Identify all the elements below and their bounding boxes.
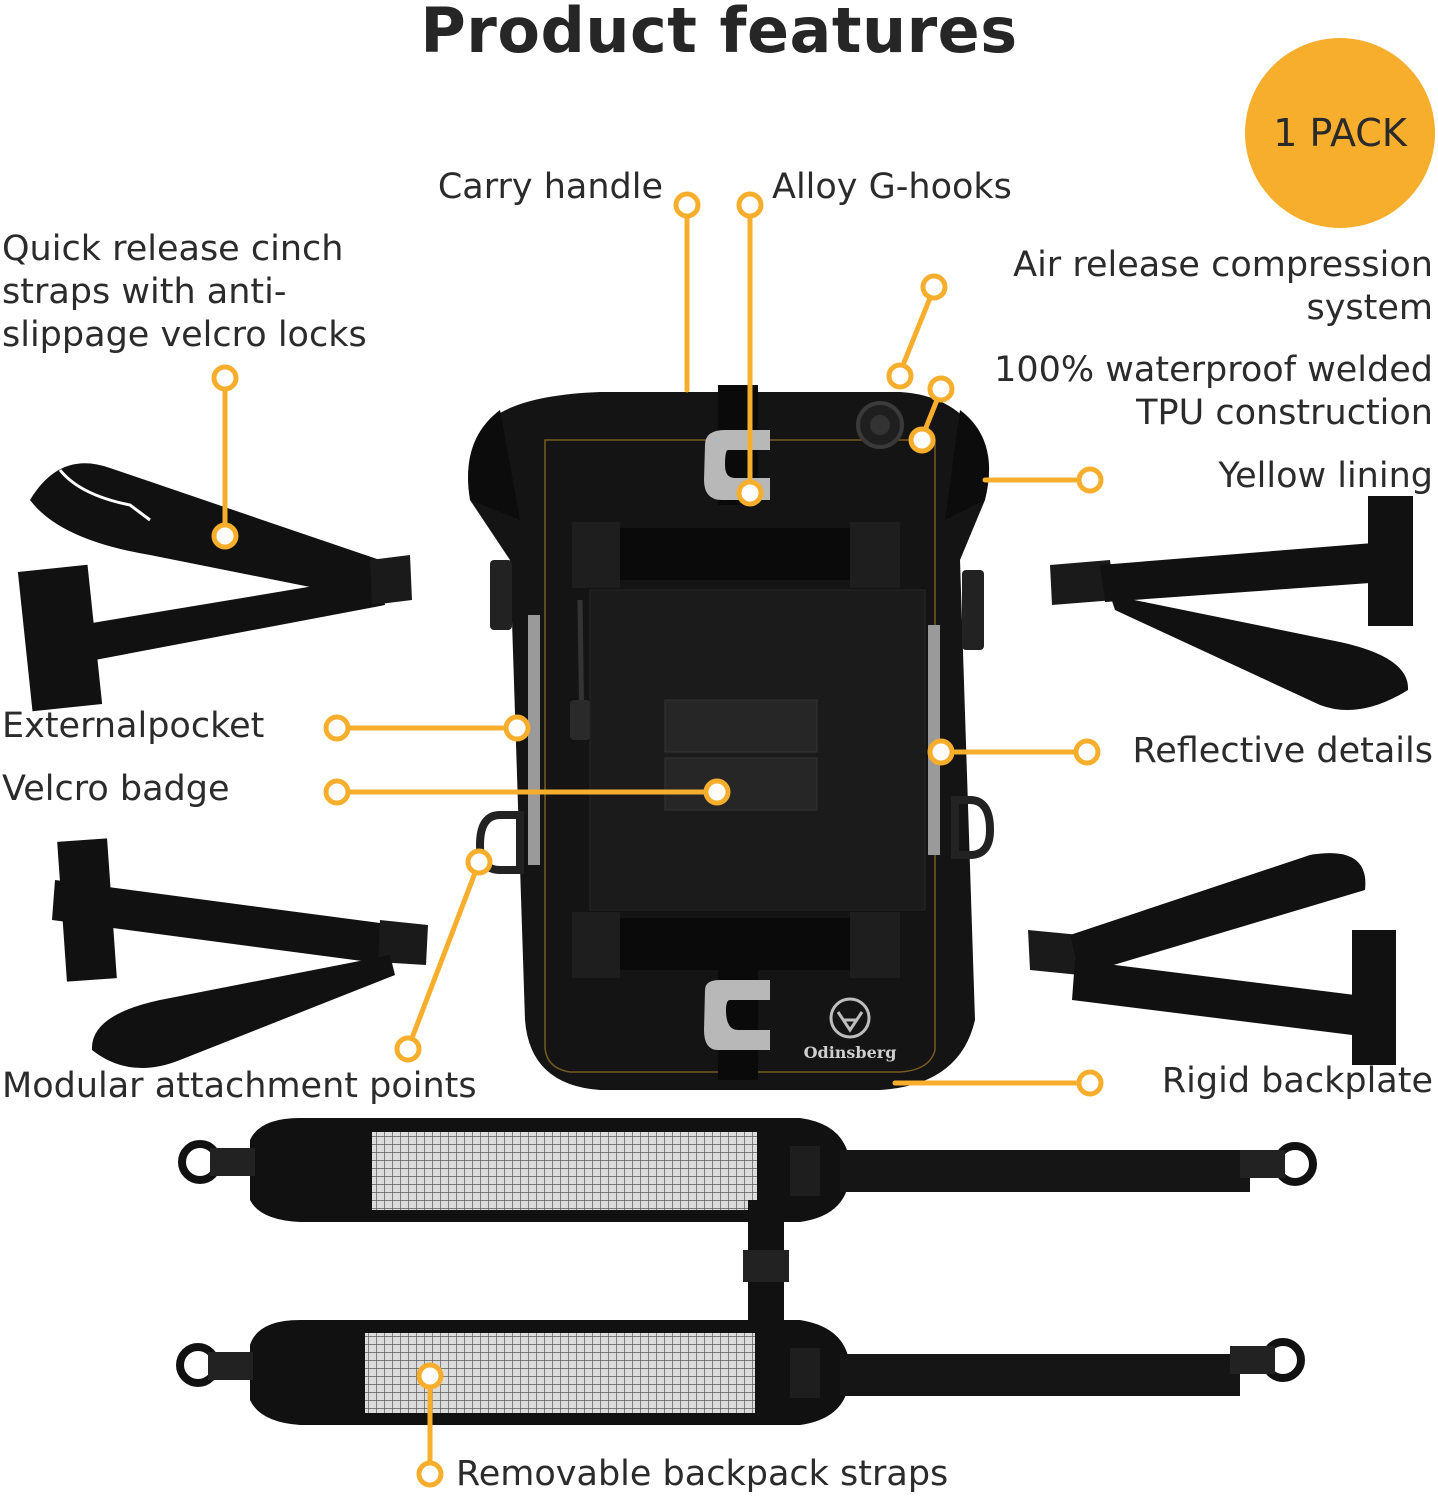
label-yellow-lining: Yellow lining [1218,456,1433,496]
label-alloy-g-hooks: Alloy G-hooks [772,167,1012,207]
callout-reflective-details [927,738,1101,766]
cinch-strap-top-left [17,463,412,712]
label-rigid-backplate: Rigid backplate [1161,1061,1433,1101]
callout-alloy-g-hooks [736,191,764,507]
shoulder-strap-bottom [176,1320,1305,1425]
cinch-strap-top-right [1050,496,1413,710]
cinch-strap-bottom-right [1028,853,1396,1065]
label-air-release-line-2: system [1306,288,1433,328]
callout-removable-straps [416,1362,444,1488]
callout-velcro-badge [323,778,731,806]
brand-logo: Odinsberg [804,1043,897,1062]
label-waterproof-line-2: TPU construction [1136,393,1433,433]
shoulder-strap-connector [743,1200,789,1340]
callout-modular-attachment [394,848,493,1063]
callout-quick-release [211,364,239,550]
label-velcro-badge: Velcro badge [2,769,230,809]
label-waterproof-line-1: 100% waterproof welded [994,350,1433,390]
page-title: Product features [420,0,1018,67]
callout-rigid-backplate [892,1069,1104,1097]
callout-air-release [886,273,948,390]
callout-waterproof [908,375,955,454]
label-reflective-details: Reflective details [1132,731,1433,771]
label-air-release: Air release compression system [1013,244,1433,330]
callout-external-pocket [323,714,531,742]
label-external-pocket: Externalpocket [2,706,265,746]
backpack-body: Odinsberg [468,385,995,1090]
label-removable-straps: Removable backpack straps [456,1454,949,1494]
label-modular-attachment: Modular attachment points [2,1066,477,1106]
pack-count-badge: 1 PACK [1245,38,1435,228]
label-quick-release: Quick release cinch straps with anti- sl… [2,228,367,357]
label-air-release-line-1: Air release compression [1013,245,1433,285]
label-carry-handle: Carry handle [437,167,663,207]
callout-yellow-lining [982,466,1104,494]
label-quick-release-line-3: slippage velcro locks [2,315,367,355]
label-quick-release-line-2: straps with anti- [2,272,287,312]
badge-text: 1 PACK [1273,111,1407,155]
callout-carry-handle [673,191,701,393]
label-waterproof: 100% waterproof welded TPU construction [994,349,1433,435]
cinch-strap-bottom-left [52,838,428,1068]
label-quick-release-line-1: Quick release cinch [2,229,344,269]
shoulder-strap-top [178,1118,1317,1222]
